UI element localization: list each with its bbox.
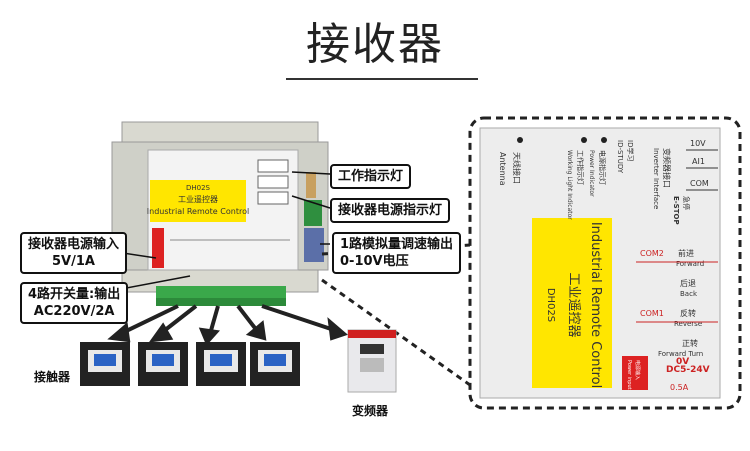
inverter-unit (347, 329, 397, 393)
page-title: 接收器 (306, 19, 444, 70)
contactor-3 (196, 342, 246, 386)
pin-com: COM (690, 179, 709, 188)
zoom-panel: DH02S 工业遥控器 Industrial Remote Control 天线… (468, 116, 742, 410)
contactor-4 (250, 342, 300, 386)
title-underline (286, 78, 478, 80)
power-input-callout-line2: 5V/1A (52, 254, 95, 269)
forward-label-cn: 前进 (678, 248, 694, 258)
power-input-label-en: Power input (626, 360, 632, 390)
back-label-cn: 后退 (680, 278, 696, 288)
switch-output-callout: 4路开关量:输出 AC220V/2A (20, 282, 129, 324)
side-connector (304, 200, 322, 226)
zero-v-label: 0V (676, 357, 689, 367)
id-study-label-en: ID-STUDY (616, 140, 624, 174)
contactor-1 (80, 342, 130, 386)
forward-label-en: Forward (676, 260, 704, 268)
contactor-2 (138, 342, 188, 386)
power-indicator-label-cn: 电源指示灯 (598, 150, 607, 185)
device-model: DH02S (186, 184, 211, 192)
reverse-label-cn: 反转 (680, 308, 696, 318)
com2-label: COM2 (640, 249, 664, 258)
antenna-label-en: Antenna (498, 152, 507, 186)
back-label-en: Back (680, 290, 698, 298)
analog-output-callout-line1: 1路模拟量调速输出 (340, 237, 454, 252)
power-input-label-cn: 电源输入 (634, 360, 641, 380)
pin-ai1: AI1 (692, 157, 705, 166)
forward-turn-label-cn: 正转 (682, 338, 698, 348)
zoom-device-name-cn: 工业遥控器 (566, 272, 581, 337)
forward-turn-label-en: Forward Turn (658, 350, 703, 358)
com1-label: COM1 (640, 309, 664, 318)
zoom-device-model: DH02S (545, 288, 556, 322)
estop-label-en: E-STOP (672, 196, 680, 225)
zoom-label-plate (532, 218, 612, 388)
estop-label-cn: 急停 (682, 196, 691, 210)
contactor-group (80, 342, 300, 386)
antenna-connector (306, 172, 316, 198)
switch-output-callout-line1: 4路开关量:输出 (28, 287, 121, 302)
contactor-label: 接触器 (34, 370, 71, 384)
power-terminal-marking (152, 228, 164, 268)
power-input-marking (622, 356, 648, 390)
power-input-callout: 接收器电源输入 5V/1A (20, 232, 128, 274)
work-light-label-cn: 工作指示灯 (576, 150, 585, 185)
analog-output-callout: 1路模拟量调速输出 0-10V电压 (332, 232, 462, 274)
inverter-label: 变频器 (352, 404, 389, 418)
receiver-power-indicator-callout: 接收器电源指示灯 (330, 198, 451, 223)
device-name-cn: 工业遥控器 (178, 194, 218, 204)
dc-range-label: DC5-24V (666, 365, 710, 375)
output-arrows (107, 304, 348, 346)
device-label-plate (150, 180, 246, 222)
id-study-label-cn: ID学习 (626, 140, 635, 161)
reverse-label-en: Reverse (674, 320, 702, 328)
power-input-callout-line1: 接收器电源输入 (28, 237, 120, 252)
receiver-housing: DH02S 工业遥控器 Industrial Remote Control (111, 121, 329, 306)
analog-output-callout-line2: 0-10V电压 (340, 254, 409, 269)
work-light-label-en: Working Light Indicator (566, 150, 573, 220)
inverter-interface-label-cn: 变频器接口 (662, 148, 672, 188)
antenna-label-cn: 天线接口 (512, 152, 522, 184)
work-indicator-callout: 工作指示灯 (330, 164, 412, 189)
analog-port (304, 228, 324, 262)
current-label: 0.5A (670, 383, 689, 392)
power-indicator-label-en: Power Indicator (588, 150, 595, 197)
zoom-device-name-en: Industrial Remote Control (588, 222, 603, 388)
pin-10v: 10V (690, 139, 706, 148)
device-name-en: Industrial Remote Control (147, 207, 249, 216)
switch-output-callout-line2: AC220V/2A (33, 304, 115, 319)
inverter-interface-label-en: Inverter Interface (652, 148, 660, 209)
